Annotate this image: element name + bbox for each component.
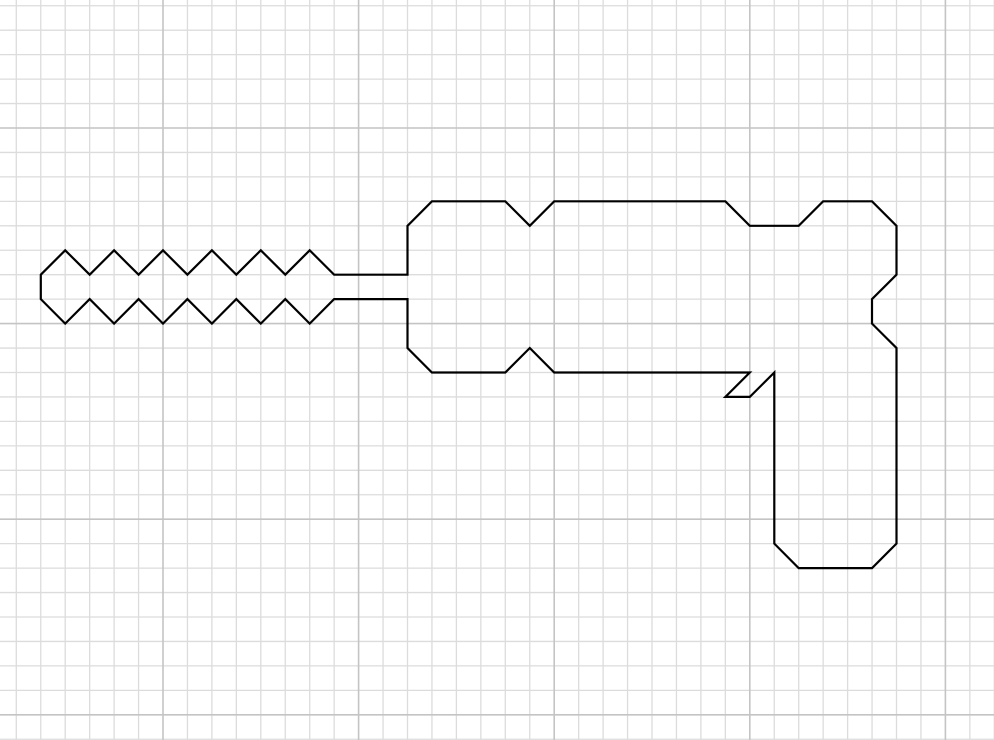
drill-outline-shape	[39, 200, 898, 570]
